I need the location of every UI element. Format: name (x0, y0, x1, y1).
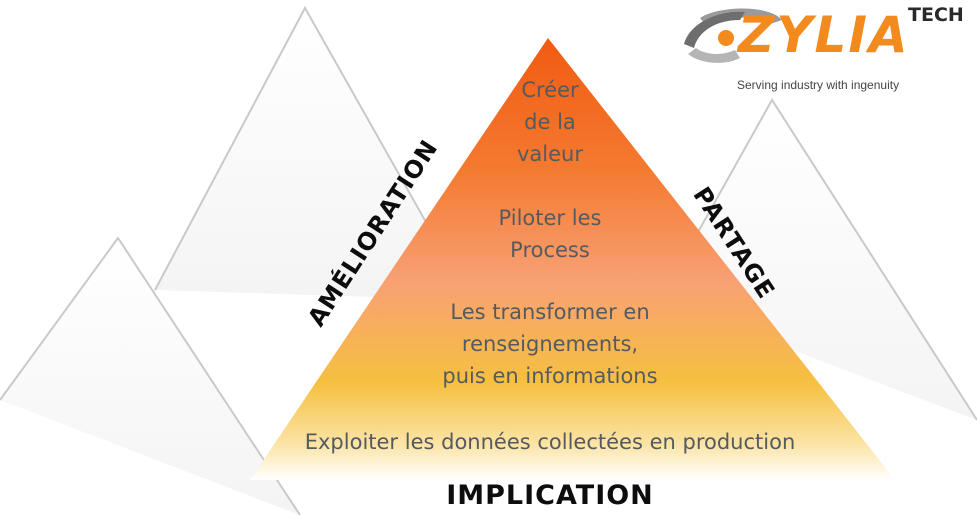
pyramid (250, 38, 895, 480)
pyramid-level-apex: Créer de la valeur (250, 74, 850, 170)
mountain-left-back (154, 5, 471, 301)
level-line: valeur (517, 142, 583, 166)
level-line: Process (510, 238, 590, 262)
logo-swoosh-icon (684, 8, 782, 63)
level-line: Créer (521, 78, 579, 102)
level-line: Les transformer en (450, 300, 650, 324)
level-line: Piloter les (498, 206, 602, 230)
level-line: Exploiter les données collectées en prod… (304, 430, 796, 454)
level-line: puis en informations (442, 364, 658, 388)
base-label: IMPLICATION (446, 480, 654, 511)
logo-suffix: TECH (908, 4, 964, 26)
level-line: de la (524, 110, 576, 134)
mountain-left-front (0, 236, 301, 515)
logo-tagline: Serving industry with ingenuity (737, 78, 900, 92)
pyramid-level-2: Piloter les Process (250, 202, 850, 266)
logo-wordmark: ZYLIA (738, 6, 910, 64)
pyramid-level-3: Les transformer en renseignements, puis … (250, 296, 850, 392)
level-line: renseignements, (461, 332, 639, 356)
pyramid-level-base: Exploiter les données collectées en prod… (250, 426, 850, 458)
